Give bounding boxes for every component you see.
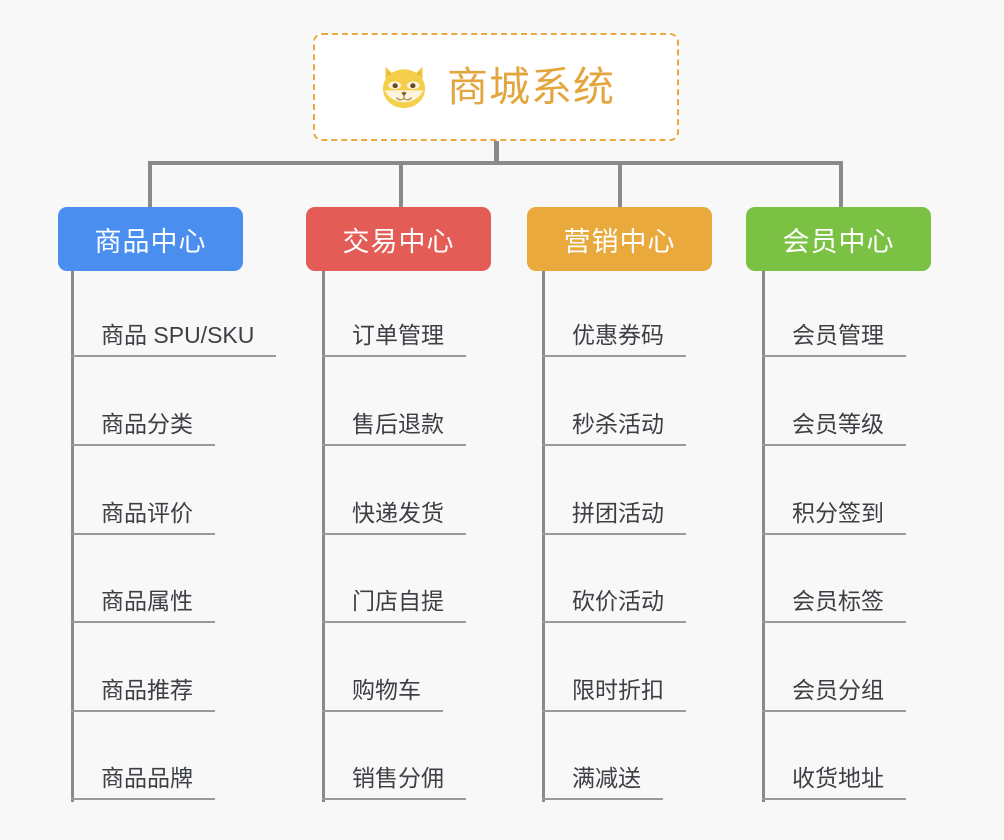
leaf-label: 优惠券码 xyxy=(542,322,686,357)
connector-drop-3 xyxy=(618,161,622,208)
leaf-item[interactable]: 限时折扣 xyxy=(542,626,686,715)
connector-horizontal-bus xyxy=(148,161,843,165)
leaf-label: 满减送 xyxy=(542,765,663,800)
leaf-item[interactable]: 商品评价 xyxy=(71,449,215,538)
leaf-item[interactable]: 门店自提 xyxy=(322,537,466,626)
leaf-item[interactable]: 会员标签 xyxy=(762,537,906,626)
leaf-item[interactable]: 快递发货 xyxy=(322,449,466,538)
branch-box-3[interactable]: 营销中心 xyxy=(527,207,712,271)
leaf-item[interactable]: 收货地址 xyxy=(762,714,906,803)
leaf-label: 积分签到 xyxy=(762,500,906,535)
connector-drop-4 xyxy=(839,161,843,208)
leaf-label: 砍价活动 xyxy=(542,588,686,623)
leaf-label: 商品评价 xyxy=(71,500,215,535)
leaf-label: 会员管理 xyxy=(762,322,906,357)
leaf-item[interactable]: 会员管理 xyxy=(762,271,906,360)
leaf-item[interactable]: 满减送 xyxy=(542,714,663,803)
leaf-item[interactable]: 销售分佣 xyxy=(322,714,466,803)
leaf-label: 销售分佣 xyxy=(322,765,466,800)
leaf-item[interactable]: 秒杀活动 xyxy=(542,360,686,449)
leaf-item[interactable]: 积分签到 xyxy=(762,449,906,538)
leaf-trunk-1 xyxy=(71,271,74,802)
leaf-trunk-4 xyxy=(762,271,765,802)
leaf-item[interactable]: 商品品牌 xyxy=(71,714,215,803)
leaf-label: 会员等级 xyxy=(762,411,906,446)
leaf-label: 商品推荐 xyxy=(71,677,215,712)
leaf-item[interactable]: 商品属性 xyxy=(71,537,215,626)
leaf-item[interactable]: 拼团活动 xyxy=(542,449,686,538)
leaf-label: 收货地址 xyxy=(762,765,906,800)
leaf-label: 秒杀活动 xyxy=(542,411,686,446)
branch-box-4[interactable]: 会员中心 xyxy=(746,207,931,271)
branch-label-2: 交易中心 xyxy=(342,226,455,257)
leaf-label: 售后退款 xyxy=(322,411,466,446)
leaf-label: 会员分组 xyxy=(762,677,906,712)
leaf-label: 订单管理 xyxy=(322,322,466,357)
leaf-item[interactable]: 会员等级 xyxy=(762,360,906,449)
branch-label-1: 商品中心 xyxy=(94,226,207,257)
branch-box-2[interactable]: 交易中心 xyxy=(306,207,491,271)
leaf-trunk-3 xyxy=(542,271,545,802)
branch-label-4: 会员中心 xyxy=(782,226,895,257)
leaf-item[interactable]: 商品推荐 xyxy=(71,626,215,715)
leaf-item[interactable]: 优惠券码 xyxy=(542,271,686,360)
leaf-label: 商品属性 xyxy=(71,588,215,623)
connector-drop-2 xyxy=(399,161,403,208)
leaf-label: 商品品牌 xyxy=(71,765,215,800)
branch-box-1[interactable]: 商品中心 xyxy=(58,207,243,271)
branch-label-3: 营销中心 xyxy=(563,226,676,257)
leaf-item[interactable]: 订单管理 xyxy=(322,271,466,360)
leaf-item[interactable]: 会员分组 xyxy=(762,626,906,715)
shiba-dog-face-icon xyxy=(377,60,431,114)
leaf-label: 会员标签 xyxy=(762,588,906,623)
leaf-item[interactable]: 砍价活动 xyxy=(542,537,686,626)
leaf-label: 快递发货 xyxy=(322,500,466,535)
leaf-label: 门店自提 xyxy=(322,588,466,623)
leaf-label: 拼团活动 xyxy=(542,500,686,535)
leaf-trunk-2 xyxy=(322,271,325,802)
root-title: 商城系统 xyxy=(447,63,615,110)
leaf-label: 限时折扣 xyxy=(542,677,686,712)
leaf-item[interactable]: 购物车 xyxy=(322,626,443,715)
leaf-item[interactable]: 商品分类 xyxy=(71,360,215,449)
root-node[interactable]: 商城系统 xyxy=(313,33,679,141)
leaf-label: 商品 SPU/SKU xyxy=(71,322,277,357)
leaf-item[interactable]: 售后退款 xyxy=(322,360,466,449)
leaf-item[interactable]: 商品 SPU/SKU xyxy=(71,271,277,360)
connector-root-stem xyxy=(494,141,499,163)
connector-drop-1 xyxy=(148,161,152,208)
leaf-label: 商品分类 xyxy=(71,411,215,446)
leaf-label: 购物车 xyxy=(322,677,443,712)
